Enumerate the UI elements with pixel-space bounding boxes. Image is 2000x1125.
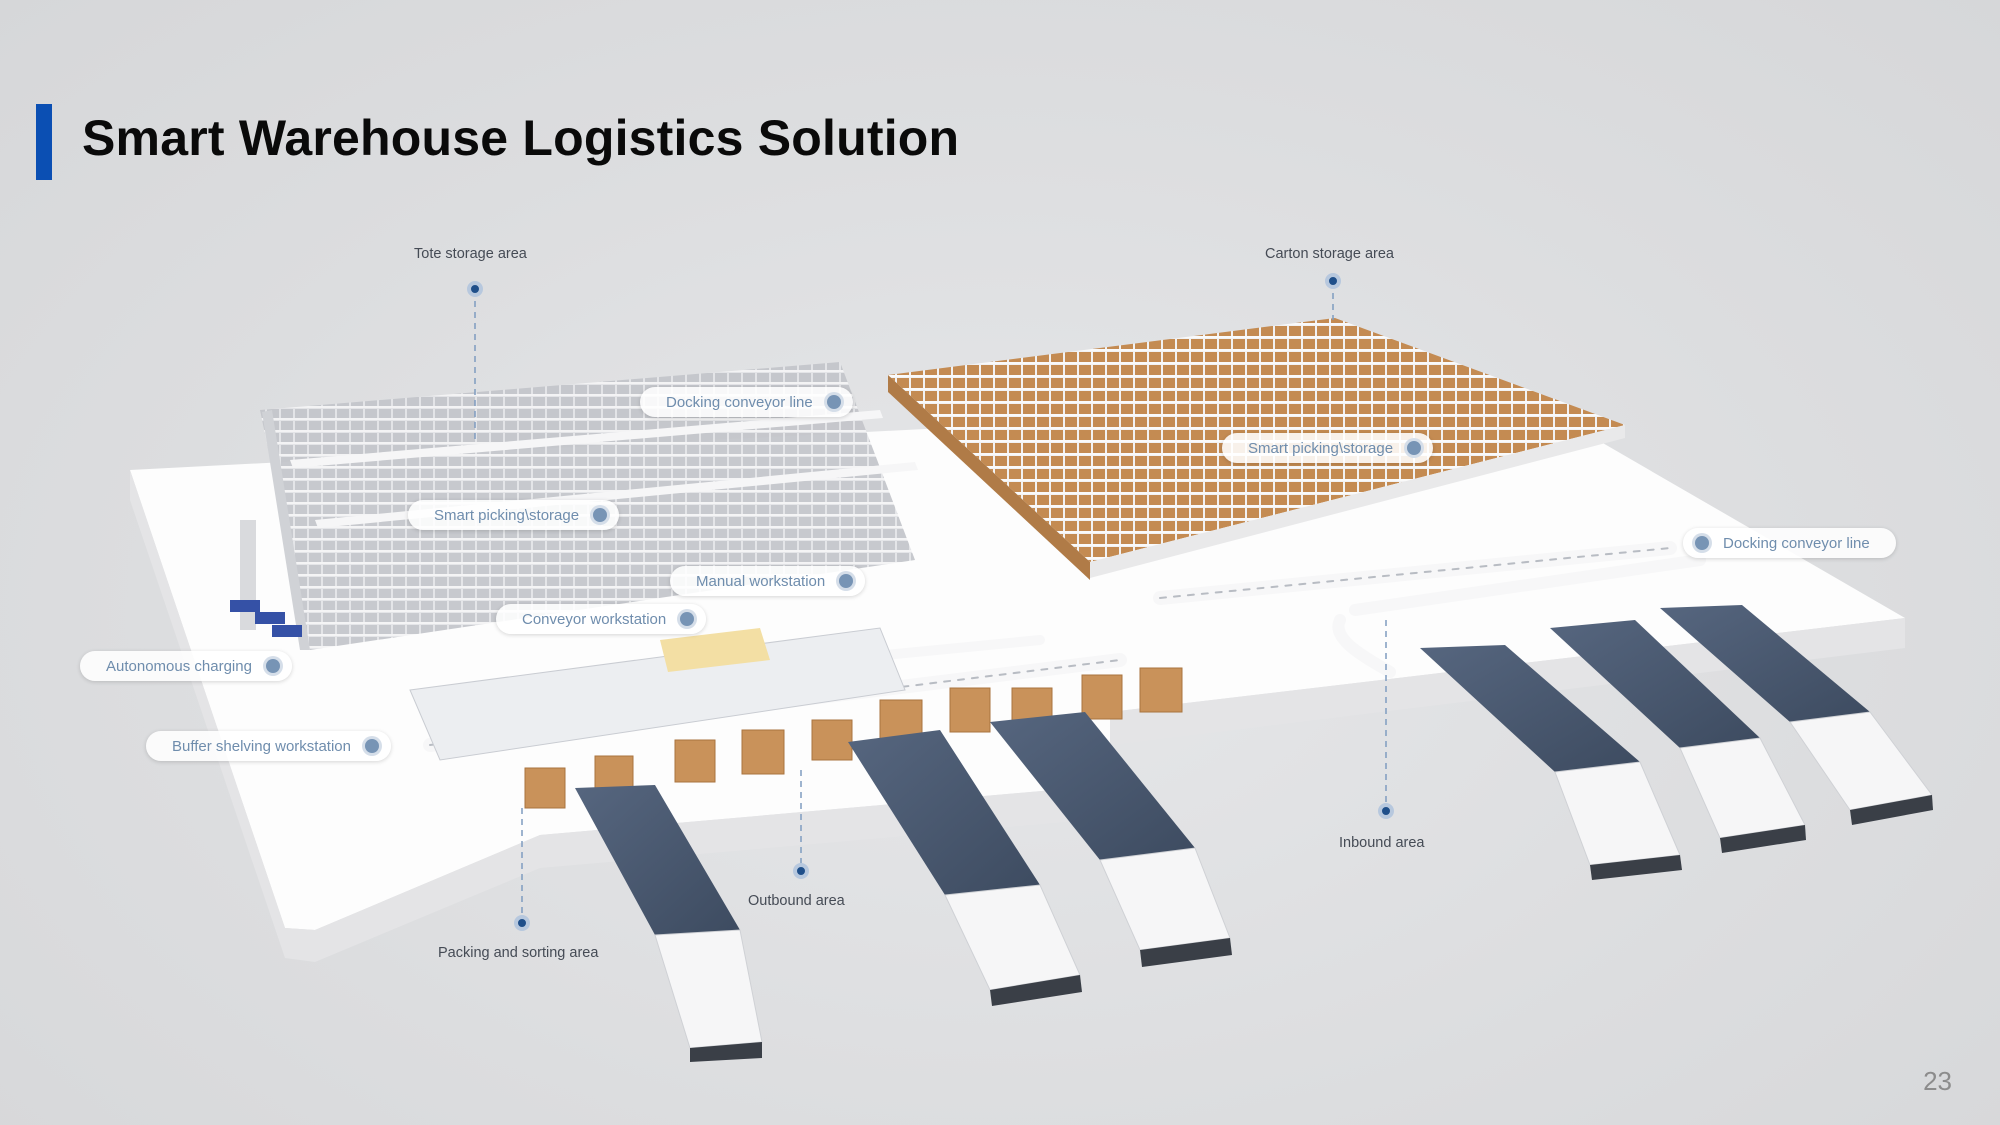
truck-3 [990,712,1232,967]
callout-dot-icon [1695,536,1709,550]
callout-conveyor-workstation: Conveyor workstation [496,604,707,634]
zone-label-carton-storage: Carton storage area [1265,246,1394,262]
callout-dot-icon [839,574,854,588]
callout-text: Buffer shelving workstation [172,737,351,755]
callout-smart-picking-right: Smart picking\storage [1222,433,1434,463]
zone-label-tote-storage: Tote storage area [414,246,527,262]
truck-6 [1660,605,1933,825]
callout-smart-picking-left: Smart picking\storage [408,500,620,530]
title-accent-bar [36,104,52,180]
workstations [409,627,906,761]
truck-5 [1550,620,1806,853]
callout-text: Conveyor workstation [522,610,667,628]
callout-text: Docking conveyor line [666,393,813,411]
zone-label-packing-sorting: Packing and sorting area [438,945,599,961]
callout-dot-icon [826,395,841,409]
callout-manual-workstation: Manual workstation [670,566,866,596]
truck-2 [848,730,1082,1006]
zone-label-inbound: Inbound area [1339,835,1425,851]
page-number: 23 [1923,1066,1952,1096]
inbound-trucks [1420,605,1933,880]
zone-label-outbound: Outbound area [748,893,845,909]
callout-dot-icon [364,739,379,753]
outbound-trucks [575,712,1232,1062]
callout-dot-icon [265,659,280,673]
page-title: Smart Warehouse Logistics Solution [82,110,960,166]
zone-marker-dots [467,273,1394,931]
callout-dot-icon [1407,441,1422,455]
zone-markers [474,282,1387,922]
callout-dot-icon [680,612,695,626]
callout-text: Autonomous charging [106,657,252,675]
truck-1 [575,785,763,1062]
charging-robots [230,520,302,637]
callout-dot-icon [593,508,608,522]
callout-buffer-shelving: Buffer shelving workstation [146,731,391,761]
callout-text: Smart picking\storage [434,506,580,524]
callout-text: Docking conveyor line [1723,534,1870,552]
callout-text: Manual workstation [696,572,826,590]
callout-docking-conveyor-right: Docking conveyor line [1683,528,1896,558]
callout-text: Smart picking\storage [1248,439,1394,457]
truck-4 [1420,645,1682,880]
callout-autonomous-charging: Autonomous charging [80,651,292,681]
callout-docking-conveyor-left: Docking conveyor line [640,387,853,417]
